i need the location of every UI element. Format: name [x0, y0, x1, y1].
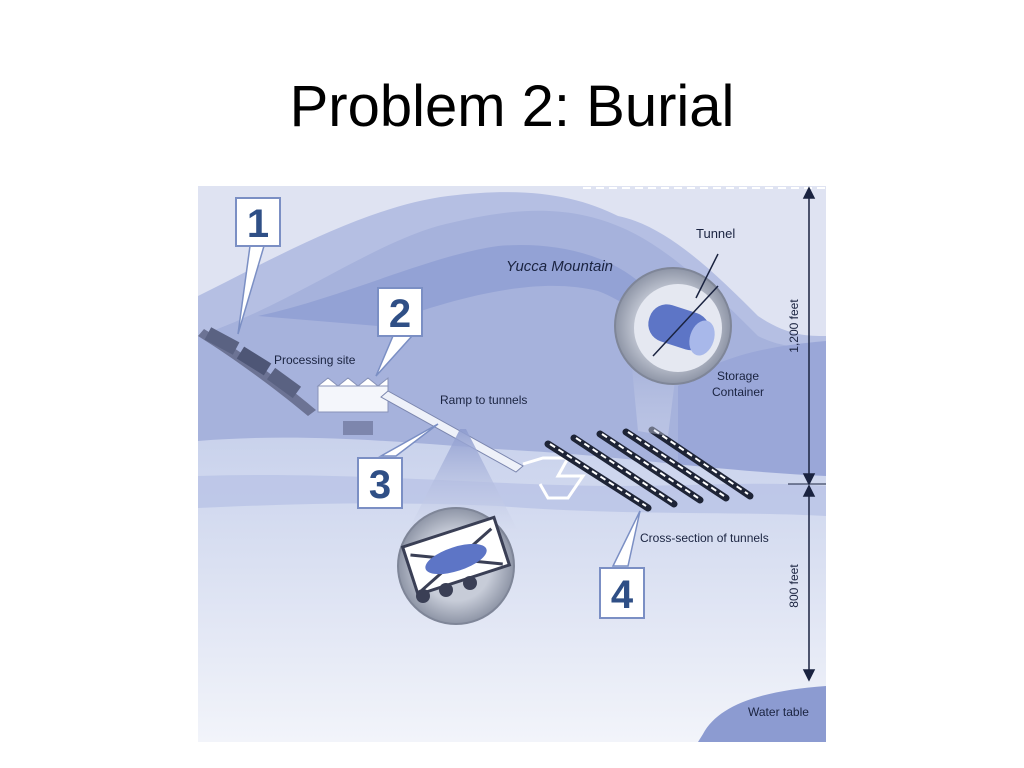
- emplacement-drifts: [544, 426, 754, 512]
- step-callout-3: 3: [357, 457, 403, 509]
- processing-site-buildings: [316, 376, 389, 435]
- step-callout-1: 1: [235, 197, 281, 247]
- step-callout-2: 2: [377, 287, 423, 337]
- yucca-mountain-diagram: 1 2 3 4 Yucca Mountain Tunnel Processing…: [198, 186, 826, 742]
- step-number: 4: [611, 573, 634, 617]
- step-number: 2: [389, 292, 411, 336]
- label-water-table: Water table: [748, 705, 809, 719]
- label-1200-feet: 1,200 feet: [787, 299, 801, 353]
- callout-pointers: [237, 245, 641, 567]
- tunnel-access-path: [522, 456, 586, 500]
- label-storage: Storage: [717, 369, 759, 383]
- transport-cask-magnifier: [397, 507, 515, 625]
- ramp-to-tunnels: [380, 390, 524, 473]
- label-800-feet: 800 feet: [787, 564, 801, 608]
- label-tunnel: Tunnel: [696, 226, 735, 241]
- step-number: 1: [247, 202, 269, 246]
- step-callout-4: 4: [599, 567, 645, 619]
- label-ramp-to-tunnels: Ramp to tunnels: [440, 393, 527, 407]
- label-processing-site: Processing site: [274, 353, 356, 367]
- depth-dimension: [788, 186, 826, 682]
- label-container: Container: [712, 385, 764, 399]
- right-cliff: [678, 341, 826, 486]
- water-table: [698, 686, 826, 742]
- mountain-ridge: [258, 245, 728, 386]
- step-number: 3: [369, 463, 391, 507]
- label-cross-section: Cross-section of tunnels: [640, 531, 769, 545]
- tunnel-magnifier: [614, 253, 732, 385]
- ground-band: [198, 474, 826, 516]
- label-yucca-mountain: Yucca Mountain: [506, 258, 613, 275]
- slide-title: Problem 2: Burial: [289, 74, 735, 139]
- ramp-lens-beam: [408, 429, 518, 531]
- ground-strata: [198, 437, 826, 742]
- drift-highlights: [549, 429, 749, 507]
- train: [198, 327, 316, 416]
